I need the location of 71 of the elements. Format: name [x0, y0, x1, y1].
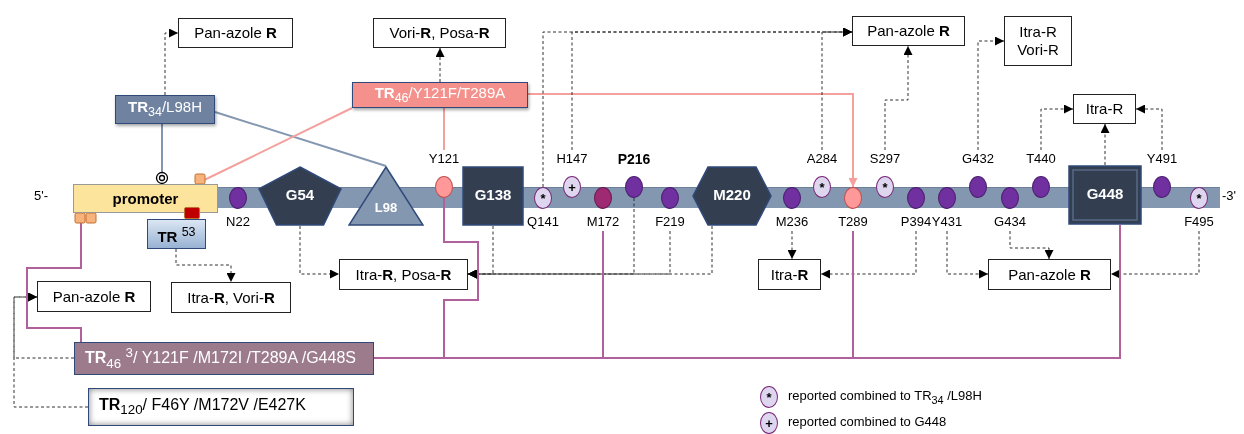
mutation-box: TR$_{120}$/ F46Y /M172V /E427K [88, 388, 354, 426]
resistance-box: Pan-azole R [37, 281, 151, 312]
dashed-arrow [946, 230, 989, 279]
connector-line [214, 111, 387, 167]
resistance-box: Itra-R, Vori-R [171, 282, 291, 313]
dashed-arrow [1110, 230, 1200, 279]
domain-label: L98 [373, 200, 399, 215]
residue-label: A284 [806, 150, 838, 168]
residue-label: F219 [655, 213, 685, 231]
resistance-box: Itra-R Vori-R [1004, 16, 1072, 66]
resistance-box: Pan-azole R [852, 16, 965, 46]
residue-label: M236 [775, 213, 809, 231]
dashed-arrow [1100, 123, 1110, 166]
dashed-arrow [1009, 230, 1054, 260]
dashed-arrow [821, 27, 853, 151]
residue-label: T289 [838, 213, 868, 231]
promoter-box: promoter [73, 184, 218, 213]
residue-label: T440 [1026, 150, 1056, 168]
resistance-box: Itra-R [1073, 94, 1136, 124]
mutation-box: TR$_{34}$/L98H [115, 95, 215, 124]
legend-circle-icon: + [760, 412, 778, 434]
marked-residue-circle: * [813, 176, 831, 198]
connector-line [527, 93, 858, 188]
residue-label: N22 [226, 213, 250, 231]
connector-line [26, 212, 97, 343]
residue-label: G432 [962, 150, 994, 168]
dashed-arrow [820, 230, 917, 279]
residue-label: Y121 [428, 150, 460, 168]
mutation-box: TR $^{53}$ [147, 219, 206, 249]
resistance-box: Itra-R [758, 259, 821, 290]
dashed-arrow [884, 45, 913, 151]
residue-label: H147 [556, 150, 588, 168]
residue-label: P216 [617, 150, 651, 168]
resistance-box: Vori-R, Posa-R [373, 18, 506, 48]
residue-label: Y431 [931, 213, 963, 231]
dashed-arrow [435, 47, 445, 83]
legend-text: reported combined to G448 [788, 414, 947, 429]
resistance-box: Itra-R, Posa-R [339, 259, 468, 290]
residue-label: P394 [900, 213, 932, 231]
residue-label: Y491 [1146, 150, 1178, 168]
resistance-box: Pan-azole R [178, 18, 293, 48]
domain-label: M220 [712, 186, 752, 203]
dashed-arrow [977, 36, 1005, 151]
domain-label: G54 [284, 186, 316, 203]
residue-label: G434 [994, 213, 1026, 231]
residue-label: Q141 [527, 213, 559, 231]
mutation-box: TR$_{46}$/Y121F/T289A [352, 82, 528, 108]
resistance-box: Pan-azole R [988, 259, 1111, 290]
dashed-arrow [1040, 104, 1074, 151]
connector-line [194, 107, 353, 185]
marked-residue-circle: * [876, 176, 894, 198]
dashed-arrow [1135, 104, 1163, 151]
domain-label: G448 [1085, 185, 1125, 202]
dashed-arrow [299, 225, 340, 279]
dashed-arrow [175, 248, 236, 283]
residue-label: S297 [869, 150, 901, 168]
marked-residue-circle: + [563, 176, 581, 198]
residue-label: F495 [1184, 213, 1214, 231]
dashed-arrow [467, 225, 713, 279]
mutation-box: TR$_{46}$ $^{3}$/ Y121F /M172I /T289A /G448S [74, 342, 374, 375]
dashed-arrow [787, 230, 797, 260]
residue-label: M172 [586, 213, 620, 231]
strand-end-label: -3' [1222, 188, 1237, 203]
connector-line [155, 123, 169, 185]
strand-end-label: 5'- [34, 188, 49, 203]
dashed-arrow [13, 292, 89, 408]
domain-label: G138 [473, 186, 513, 203]
legend-text: reported combined to TR$_{34}$ /L98H [788, 388, 982, 406]
legend-circle-icon: * [760, 386, 778, 408]
connector-line [443, 107, 445, 151]
dashed-arrow [164, 28, 179, 96]
